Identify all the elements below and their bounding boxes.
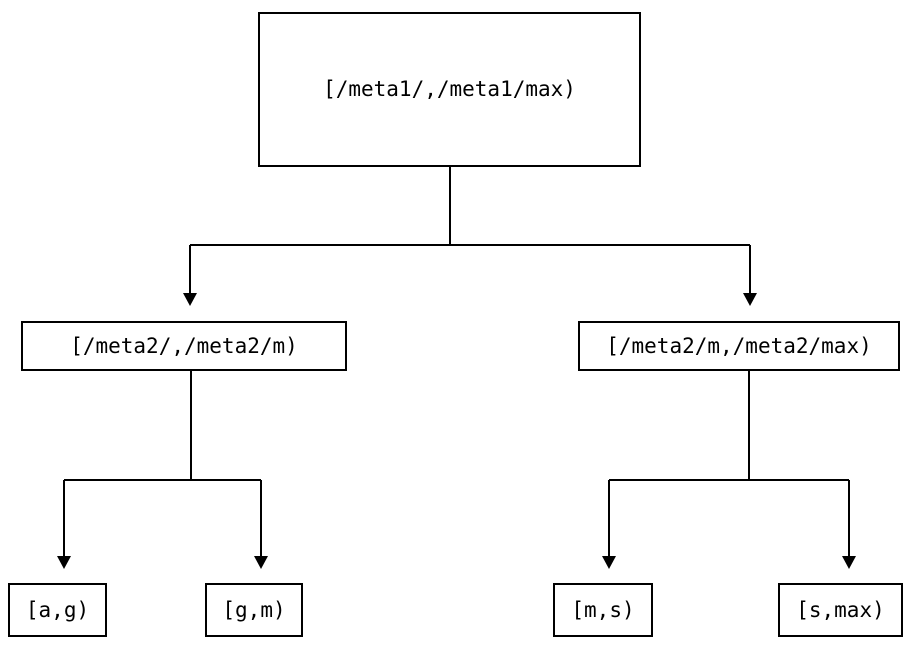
node-leaf-4-label: [s,max)	[796, 597, 885, 622]
node-leaf-2-label: [g,m)	[222, 597, 286, 622]
node-root-label: [/meta1/,/meta1/max)	[323, 77, 576, 101]
node-root[interactable]: [/meta1/,/meta1/max)	[258, 12, 641, 167]
node-leaf-1[interactable]: [a,g)	[8, 583, 107, 637]
edge-mid-right-to-leaves-group	[602, 371, 856, 569]
node-leaf-1-label: [a,g)	[25, 597, 90, 622]
node-mid-left[interactable]: [/meta2/,/meta2/m)	[21, 321, 347, 371]
node-leaf-4[interactable]: [s,max)	[778, 583, 903, 637]
node-leaf-3-label: [m,s)	[571, 597, 635, 622]
node-mid-right[interactable]: [/meta2/m,/meta2/max)	[578, 321, 900, 371]
arrowhead-mid-right-to-leaf-4	[842, 556, 856, 569]
node-mid-left-label: [/meta2/,/meta2/m)	[70, 333, 298, 358]
node-leaf-3[interactable]: [m,s)	[553, 583, 653, 637]
arrowhead-mid-left-to-leaf-2	[254, 556, 268, 569]
edge-root-to-mid-group	[183, 167, 757, 306]
node-mid-right-label: [/meta2/m,/meta2/max)	[606, 333, 872, 358]
edge-mid-left-to-leaves-group	[57, 371, 268, 569]
arrowhead-mid-right-to-leaf-3	[602, 556, 616, 569]
arrowhead-root-to-mid-right	[743, 293, 757, 306]
node-leaf-2[interactable]: [g,m)	[205, 583, 303, 637]
arrowhead-mid-left-to-leaf-1	[57, 556, 71, 569]
arrowhead-root-to-mid-left	[183, 293, 197, 306]
